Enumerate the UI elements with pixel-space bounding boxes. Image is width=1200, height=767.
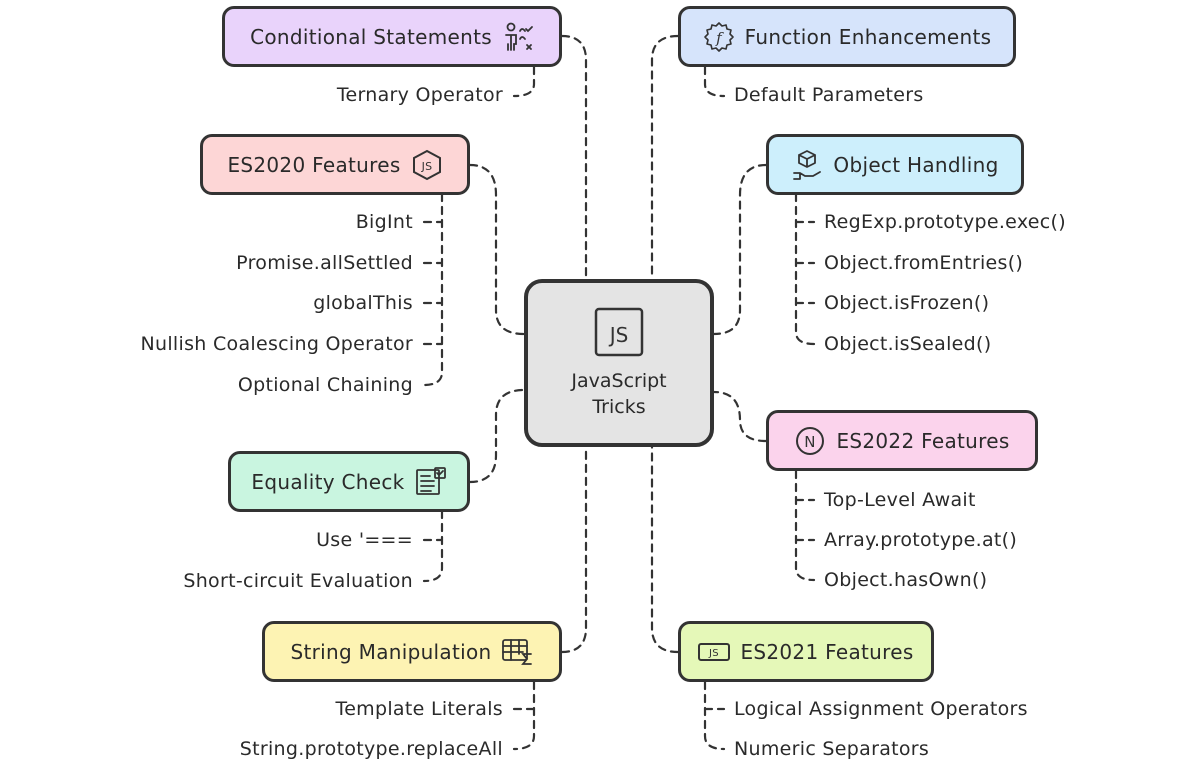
branch-label: Equality Check	[251, 469, 405, 494]
link-equality	[468, 388, 526, 484]
leaf-links-string	[512, 680, 536, 751]
branch-label: Function Enhancements	[744, 24, 992, 49]
nextjs-logo-icon: N	[794, 425, 826, 457]
branch-es2020-features[interactable]: ES2020 Features JS	[200, 134, 470, 195]
branch-object-handling[interactable]: Object Handling	[766, 134, 1024, 195]
center-title-line2: Tricks	[592, 396, 646, 418]
function-gear-icon-text: f	[715, 29, 724, 47]
link-object	[712, 163, 768, 336]
branch-label: Conditional Statements	[250, 24, 492, 49]
link-conditional	[560, 34, 588, 281]
leaf-bigint: BigInt	[355, 211, 413, 233]
branch-es2021-features[interactable]: JS ES2021 Features	[678, 621, 934, 682]
link-es2021	[650, 445, 680, 654]
cube-hand-icon	[791, 149, 823, 181]
leaf-object-hasown: Object.hasOwn()	[824, 569, 988, 591]
branch-function-enhancements[interactable]: f Function Enhancements	[678, 6, 1016, 67]
leaf-numeric-separators: Numeric Separators	[734, 738, 930, 760]
leaf-use-strict-equality: Use '===	[316, 529, 413, 551]
leaf-regexp-exec: RegExp.prototype.exec()	[824, 211, 1066, 233]
js-hexagon-icon: JS	[411, 149, 443, 181]
branch-string-manipulation[interactable]: String Manipulation	[262, 621, 562, 682]
leaf-short-circuit-evaluation: Short-circuit Evaluation	[183, 570, 413, 592]
branch-label: ES2021 Features	[740, 639, 914, 664]
center-node[interactable]: JS JavaScript Tricks	[524, 279, 714, 447]
leaf-template-literals: Template Literals	[335, 698, 503, 720]
branch-es2022-features[interactable]: N ES2022 Features	[766, 410, 1038, 471]
branch-label: Object Handling	[833, 152, 999, 177]
branch-equality-check[interactable]: Equality Check	[228, 451, 470, 512]
leaf-logical-assignment: Logical Assignment Operators	[734, 698, 1028, 720]
leaf-nullish-coalescing: Nullish Coalescing Operator	[140, 333, 413, 355]
leaf-ternary-operator: Ternary Operator	[336, 84, 503, 106]
leaf-top-level-await: Top-Level Await	[824, 489, 976, 511]
leaf-links-es2021	[703, 680, 726, 751]
leaf-replaceall: String.prototype.replaceAll	[239, 738, 503, 760]
leaf-links-es2022	[794, 469, 816, 582]
js-square-icon-text: JS	[608, 323, 629, 347]
leaf-promise-allsettled: Promise.allSettled	[236, 252, 413, 274]
leaf-links-es2020	[422, 192, 444, 387]
leaf-links-equality	[422, 509, 444, 583]
table-sigma-icon	[501, 636, 533, 668]
leaf-default-parameters: Default Parameters	[734, 84, 924, 106]
link-string	[560, 445, 588, 654]
branch-label: String Manipulation	[290, 639, 492, 664]
function-gear-icon: f	[703, 21, 735, 53]
leaf-object-issealed: Object.isSealed()	[824, 333, 992, 355]
js-badge-icon: JS	[698, 636, 731, 668]
leaf-optional-chaining: Optional Chaining	[237, 374, 413, 396]
branch-label: ES2022 Features	[836, 428, 1010, 453]
leaf-link-ternary	[512, 65, 536, 98]
js-square-icon: JS	[594, 307, 644, 357]
nextjs-logo-icon-text: N	[805, 433, 817, 451]
leaf-globalthis: globalThis	[313, 292, 413, 314]
branch-conditional-statements[interactable]: Conditional Statements	[222, 6, 562, 67]
leaf-array-prototype-at: Array.prototype.at()	[824, 529, 1018, 551]
checklist-document-icon	[415, 466, 447, 498]
link-es2020	[468, 163, 526, 336]
leaf-object-isfrozen: Object.isFrozen()	[824, 292, 990, 314]
leaf-object-fromentries: Object.fromEntries()	[824, 252, 1024, 274]
js-badge-icon-text: JS	[709, 648, 720, 659]
decision-person-icon	[502, 21, 534, 53]
link-es2022	[712, 390, 768, 443]
leaf-link-default-params	[703, 65, 726, 98]
js-hexagon-icon-text: JS	[420, 160, 432, 173]
center-title-line1: JavaScript	[571, 370, 667, 392]
link-function	[650, 34, 680, 281]
leaf-links-object	[794, 192, 816, 346]
branch-label: ES2020 Features	[227, 152, 401, 177]
